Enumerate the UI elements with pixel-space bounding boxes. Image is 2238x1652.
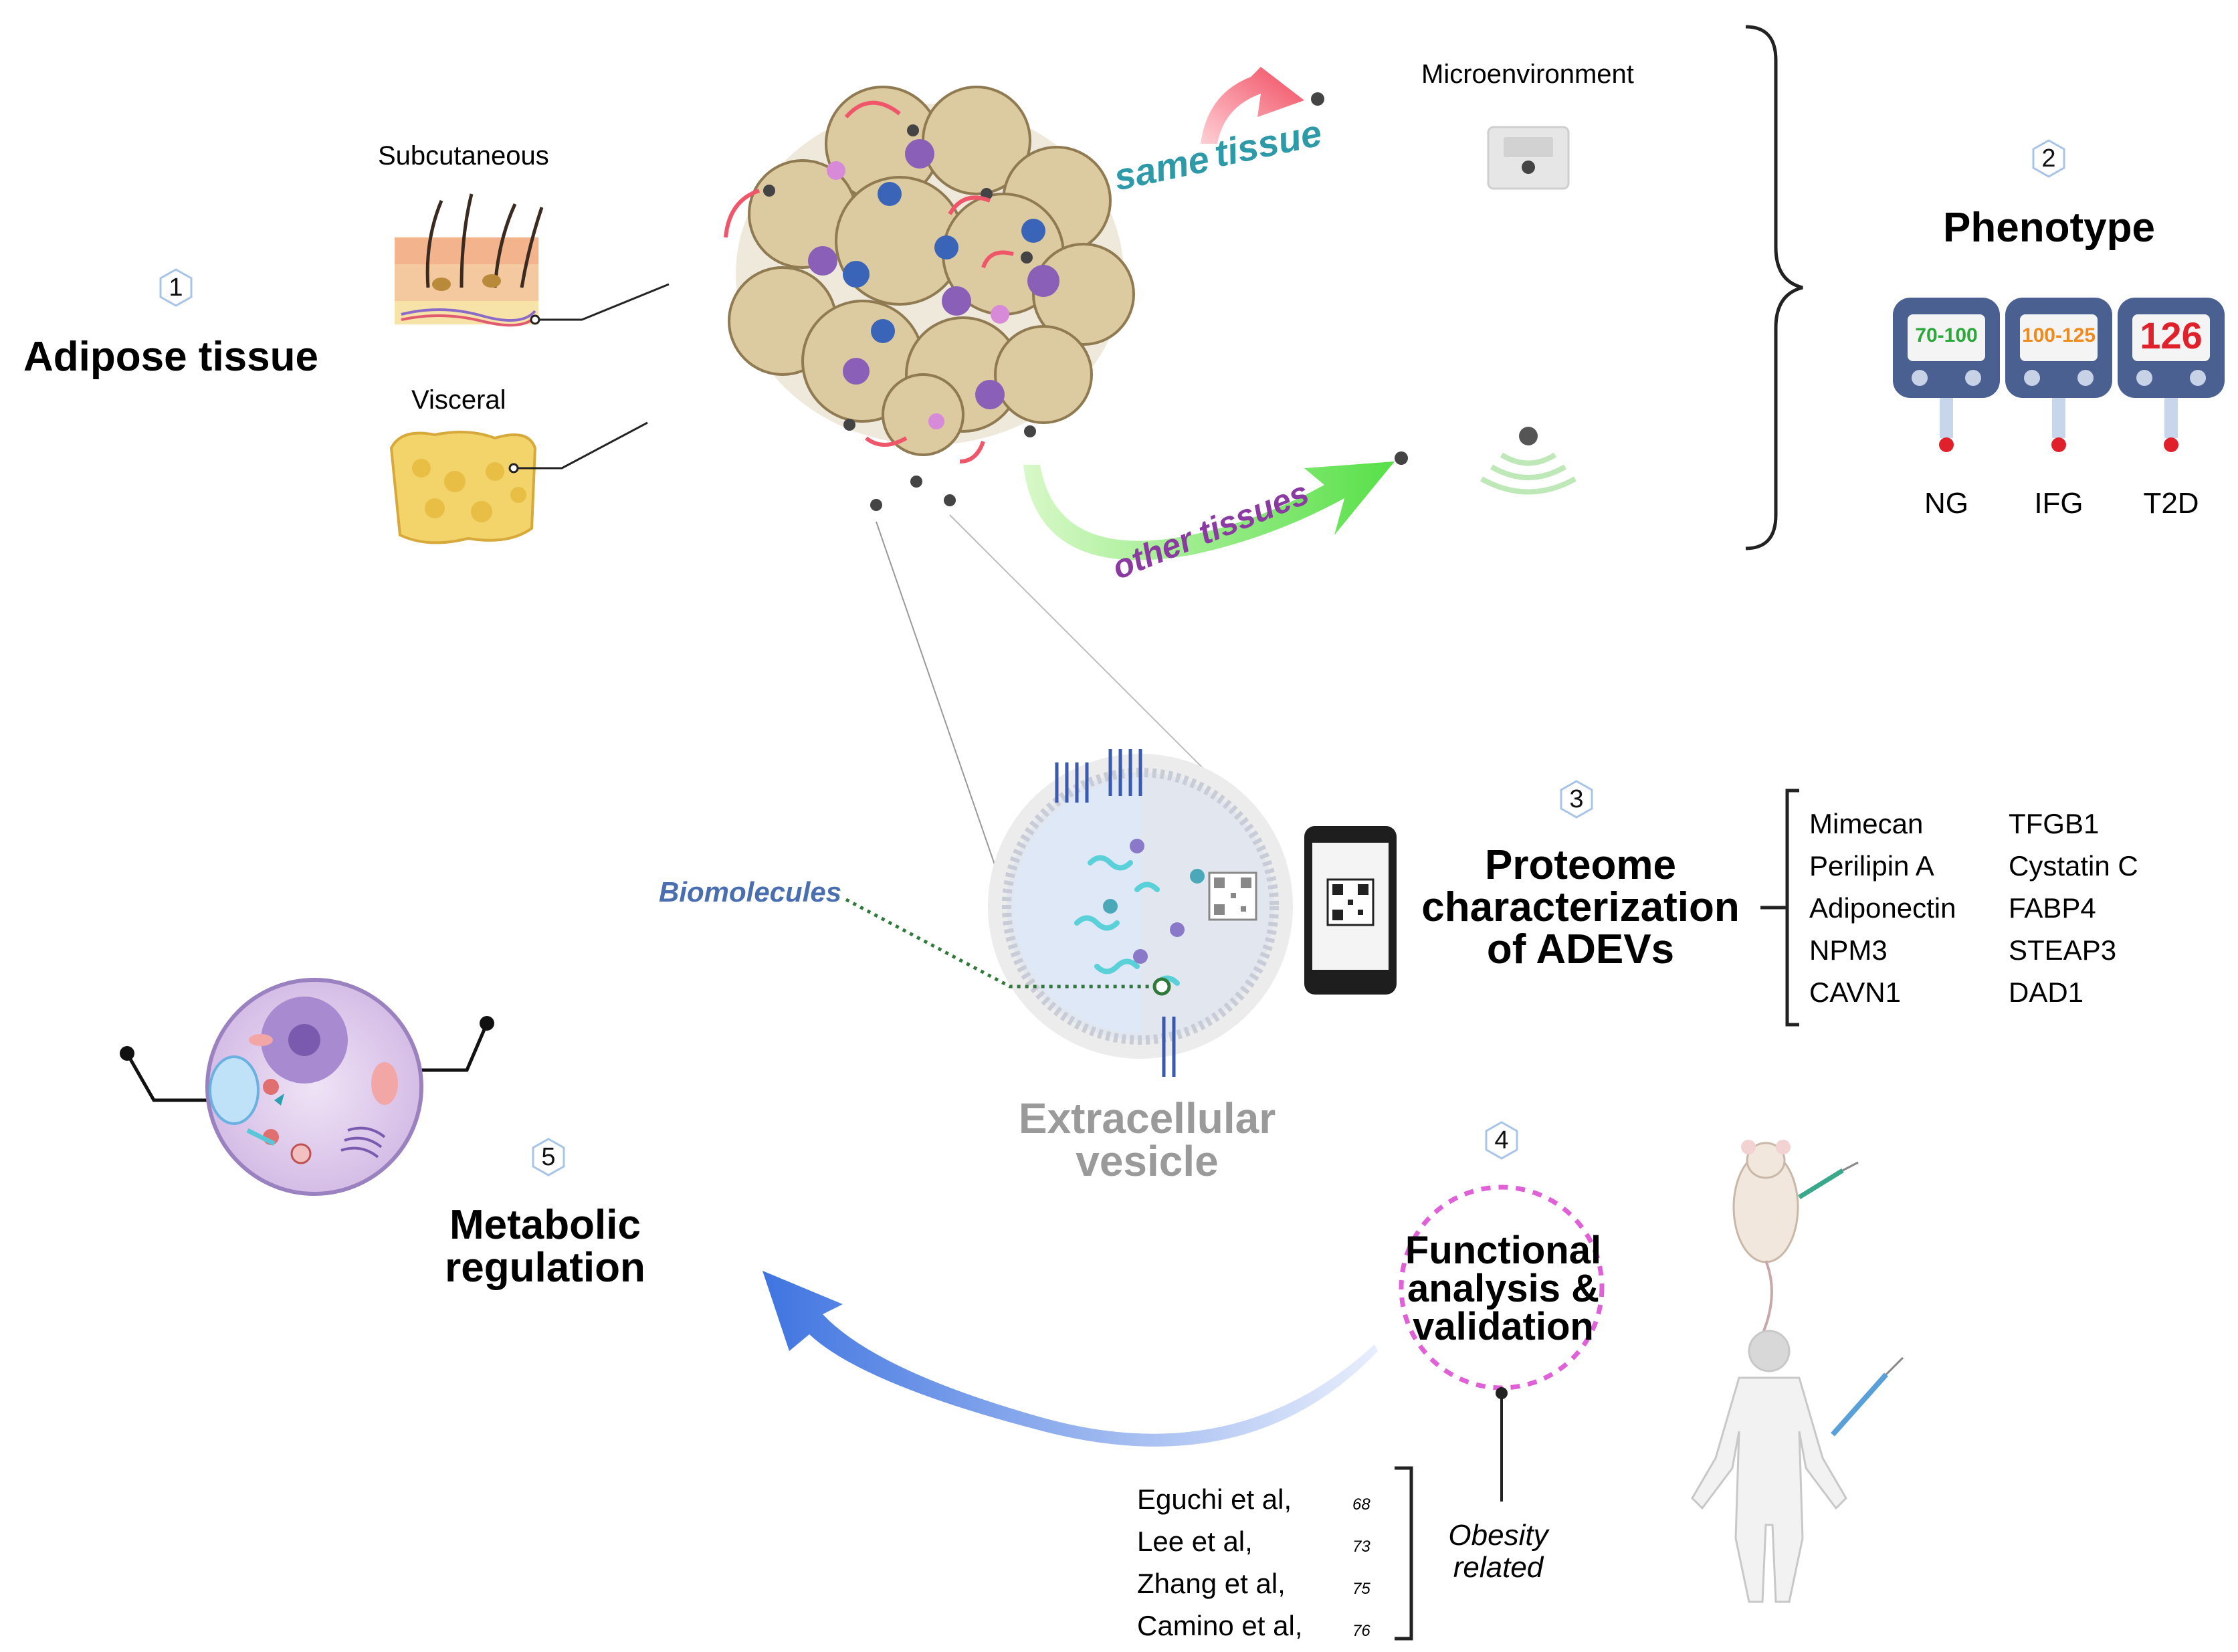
reference-author: Zhang et al, [1137,1568,1286,1599]
same-tissue-arrow [1201,67,1304,144]
meter-label-ifg: IFG [2034,487,2083,520]
reference-author: Lee et al, [1137,1526,1253,1557]
adipose-tissue-title: Adipose tissue [23,334,318,380]
protein-item: FABP4 [2009,892,2096,924]
signal-icon [1480,427,1576,495]
reference-number: 73 [1352,1538,1370,1556]
zoom-line-left [876,521,1004,890]
step-1-badge: 1 [158,268,194,308]
mouse-icon [1732,1140,1859,1335]
protein-item: DAD1 [2009,976,2084,1008]
small-pink-arrows [724,100,1014,463]
step-2-badge: 2 [2031,138,2067,179]
visceral-fat-illustration [389,431,537,544]
glucometer-ifg [2005,298,2112,452]
metabolic-regulation-arrow [762,1271,1378,1447]
metabolic-regulation-title: Metabolic regulation [445,1202,645,1291]
obesity-related-label: Obesity related [1448,1519,1548,1584]
smartphone-icon [1304,826,1397,995]
step-3-badge: 3 [1558,779,1595,819]
meter-reading-t2d: 126 [2140,314,2203,356]
protein-item: NPM3 [1809,934,1888,966]
protein-list-col1: Mimecan Perilipin A Adiponectin NPM3 CAV… [1809,803,1956,1013]
skin-illustration [395,193,544,327]
visceral-leader [514,421,648,470]
meter-reading-ifg: 100-125 [2021,324,2096,346]
reference-authors: Eguchi et al, Lee et al, Zhang et al, Ca… [1137,1478,1302,1647]
reference-number: 68 [1352,1495,1370,1514]
human-icon [1691,1330,1904,1603]
protein-list-col2: TFGB1 Cystatin C FABP4 STEAP3 DAD1 [2009,803,2138,1013]
references-bracket [1395,1466,1413,1641]
reference-numbers: 68 73 75 76 [1352,1483,1370,1652]
biomolecules-leader [845,898,1160,989]
reference-author: Eguchi et al, [1137,1483,1292,1515]
adipose-cell-cluster [728,86,1135,456]
meter-label-t2d: T2D [2143,487,2199,520]
other-tissues-arrow [1023,461,1395,560]
glucometer-t2d [2118,298,2225,452]
protein-item: Cystatin C [2009,850,2138,882]
meter-reading-ng: 70-100 [1915,324,1978,346]
extracellular-vesicle [988,749,1293,1077]
zoom-line-right [949,514,1238,803]
biomolecules-label: Biomolecules [659,876,842,908]
glucometer-ng [1893,298,2000,452]
protein-item: Adiponectin [1809,892,1956,924]
protein-item: STEAP3 [2009,934,2117,966]
phenotype-title: Phenotype [1943,205,2155,251]
protein-bracket [1785,789,1799,1027]
step-4-badge: 4 [1484,1120,1520,1160]
protein-item: TFGB1 [2009,808,2100,839]
subcutaneous-leader [535,283,670,321]
protein-item: Perilipin A [1809,850,1934,882]
microenvironment-label: Microenvironment [1421,60,1634,89]
cell-illustration [120,978,494,1196]
functional-analysis-title: Functional analysis & validation [1405,1229,1602,1348]
microenvironment-icon [1487,126,1570,190]
protein-item: Mimecan [1809,808,1924,839]
reference-number: 75 [1352,1580,1370,1598]
proteome-title: Proteome characterization of ADEVs [1421,842,1740,973]
meter-label-ng: NG [1924,487,1968,520]
extracellular-vesicle-title: Extracellular vesicle [1018,1094,1276,1185]
step-5-badge: 5 [530,1137,567,1177]
reference-author: Camino et al, [1137,1610,1303,1641]
protein-item: CAVN1 [1809,976,1901,1008]
visceral-label: Visceral [411,385,506,415]
subcutaneous-label: Subcutaneous [378,141,549,171]
reference-number: 76 [1352,1622,1370,1640]
phenotype-brace [1745,25,1803,550]
